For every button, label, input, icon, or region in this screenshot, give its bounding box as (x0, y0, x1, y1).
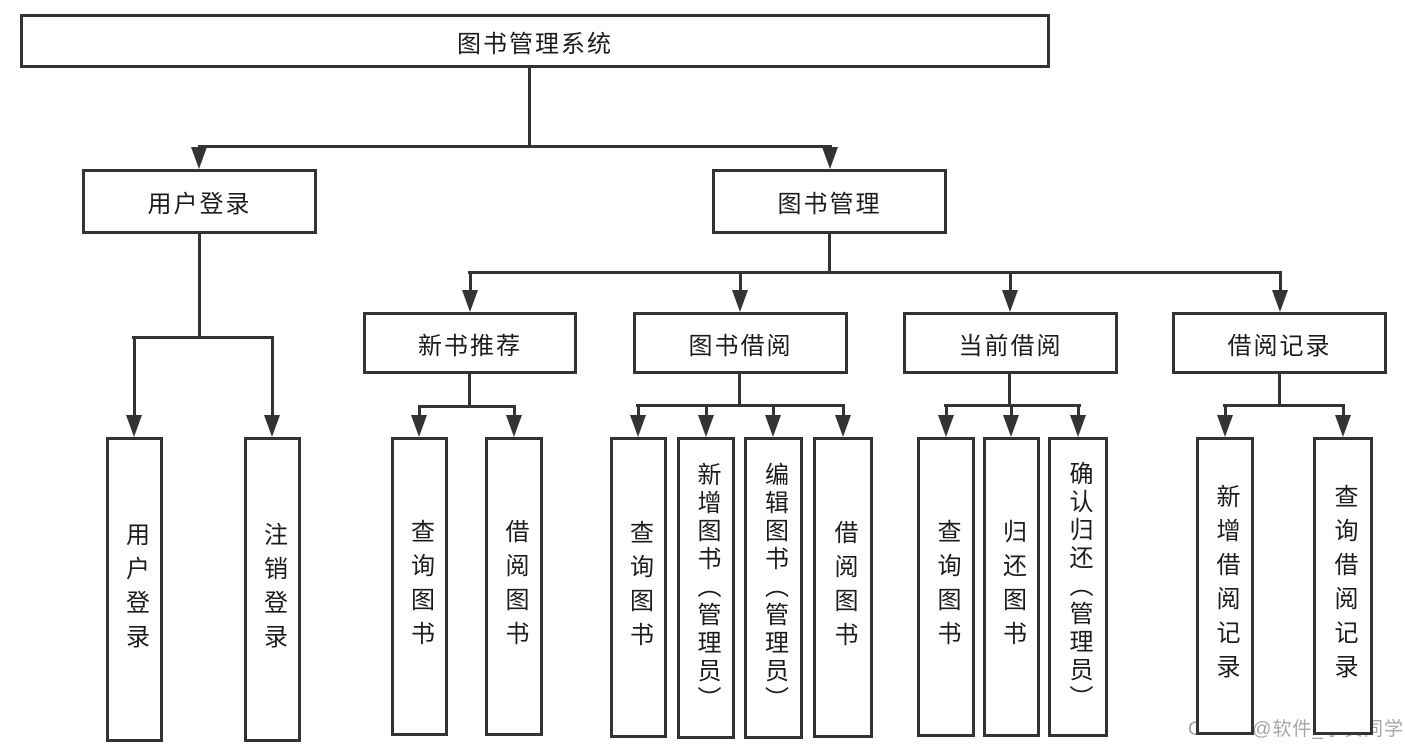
arrow-shaft (1076, 406, 1080, 417)
connector-segment (198, 145, 832, 148)
node-br-query-record: 查询借阅记录 (1313, 437, 1373, 735)
node-book-borrowing: 图书借阅 (633, 312, 848, 374)
arrow-down-icon (1070, 415, 1086, 437)
arrow-shaft (738, 273, 742, 292)
node-nb-borrow-books: 借阅图书 (485, 437, 543, 736)
node-user-login: 用户登录 (82, 169, 317, 234)
arrow-down-icon (1003, 415, 1019, 437)
arrow-down-icon (835, 415, 851, 437)
arrow-down-icon (765, 415, 781, 437)
connector-segment (418, 405, 516, 408)
node-label: 借阅图书 (501, 518, 528, 655)
node-bb-borrow-books: 借阅图书 (813, 437, 873, 738)
arrow-down-icon (698, 415, 714, 437)
arrow-shaft (270, 338, 274, 417)
arrow-down-icon (264, 415, 280, 437)
node-label: 归还图书 (998, 519, 1026, 655)
arrow-shaft (1278, 273, 1282, 292)
connector-segment (944, 404, 1081, 407)
node-label: 查询图书 (933, 519, 960, 655)
node-label: 查询图书 (406, 518, 434, 655)
arrow-down-icon (630, 415, 646, 437)
node-label: 用户登录 (147, 191, 252, 218)
arrow-shaft (944, 406, 948, 417)
arrow-down-icon (506, 415, 522, 437)
arrow-shaft (1223, 406, 1227, 417)
node-label: 借阅图书 (830, 519, 857, 656)
node-label: 当前借阅 (958, 332, 1063, 360)
node-label: 图书管理 (777, 191, 882, 218)
arrow-shaft (704, 406, 708, 417)
node-label: 新书推荐 (418, 332, 522, 360)
arrow-shaft (636, 406, 640, 417)
node-label: 借阅记录 (1227, 332, 1332, 360)
node-current-borrowing: 当前借阅 (903, 312, 1118, 374)
node-book-management: 图书管理 (712, 169, 947, 234)
connector-segment (468, 374, 471, 408)
arrow-shaft (468, 273, 472, 292)
node-label: 图书管理系统 (457, 30, 613, 58)
arrow-shaft (841, 406, 845, 417)
arrow-shaft (1341, 406, 1345, 417)
node-label: 编辑图书（管理员） (760, 462, 788, 714)
node-borrowing-records: 借阅记录 (1172, 312, 1387, 374)
node-label: 新增图书（管理员） (693, 462, 720, 714)
connector-segment (1008, 374, 1011, 407)
node-cb-return-books: 归还图书 (983, 437, 1040, 737)
node-root: 图书管理系统 (20, 14, 1050, 68)
node-nb-query-books: 查询图书 (391, 437, 448, 736)
arrow-down-icon (462, 290, 478, 312)
arrow-shaft (1009, 406, 1013, 417)
arrow-down-icon (126, 415, 142, 437)
arrow-down-icon (1335, 415, 1351, 437)
arrow-down-icon (1002, 290, 1018, 312)
connector-segment (738, 374, 741, 407)
arrow-down-icon (822, 147, 838, 169)
node-label: 图书借阅 (688, 332, 793, 360)
connector-segment (198, 234, 201, 338)
connector-segment (636, 404, 845, 407)
node-new-book-recommend: 新书推荐 (363, 312, 577, 374)
arrow-shaft (771, 406, 775, 417)
arrow-down-icon (191, 147, 207, 169)
connector-segment (468, 271, 1282, 274)
arrow-down-icon (938, 415, 954, 437)
connector-segment (528, 68, 531, 147)
connector-segment (1223, 404, 1345, 407)
arrow-down-icon (1217, 415, 1233, 437)
arrow-shaft (512, 407, 516, 417)
node-user-login-action: 用户登录 (106, 437, 163, 742)
node-bb-add-books: 新增图书（管理员） (677, 437, 735, 739)
arrow-down-icon (1272, 290, 1288, 312)
node-label: 查询图书 (625, 519, 653, 656)
connector-segment (1278, 374, 1281, 407)
connector-segment (828, 234, 831, 274)
arrow-shaft (132, 338, 136, 417)
node-label: 新增借阅记录 (1212, 484, 1239, 688)
node-bb-query-books: 查询图书 (610, 437, 667, 738)
arrow-shaft (1008, 273, 1012, 292)
node-label: 确认归还（管理员） (1065, 461, 1092, 713)
node-label: 注销登录 (259, 521, 287, 658)
node-cb-confirm-return: 确认归还（管理员） (1048, 437, 1108, 737)
connector-segment (132, 336, 274, 339)
arrow-down-icon (732, 290, 748, 312)
node-br-add-record: 新增借阅记录 (1196, 437, 1254, 735)
arrow-down-icon (411, 415, 427, 437)
node-cb-query-books: 查询图书 (917, 437, 975, 737)
arrow-shaft (417, 407, 421, 417)
node-logout-action: 注销登录 (244, 437, 301, 742)
node-label: 查询借阅记录 (1330, 484, 1357, 688)
node-bb-edit-books: 编辑图书（管理员） (744, 437, 803, 739)
node-label: 用户登录 (121, 521, 149, 658)
